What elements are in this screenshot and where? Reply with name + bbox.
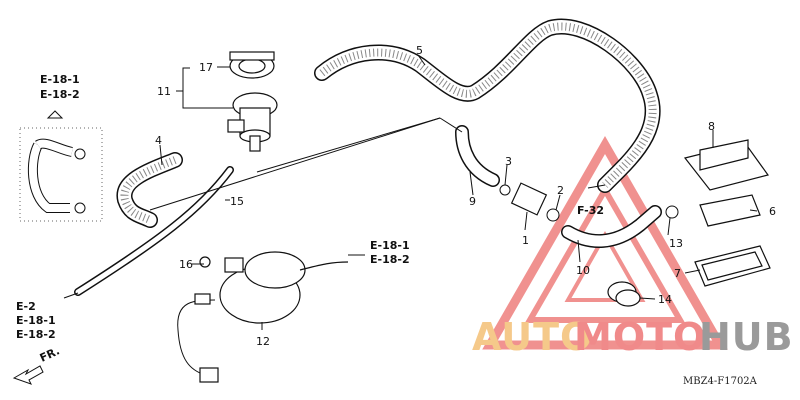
part-label-15: 15 [230, 195, 244, 208]
valve-assembly [227, 51, 278, 152]
hose-9 [455, 125, 560, 222]
diagram-code: MBZ4-F1702A [683, 376, 758, 387]
clamp-14 [607, 281, 641, 307]
part-label-13: 13 [669, 237, 683, 250]
watermark-moto: MOTO [574, 315, 706, 359]
hose-5 [314, 18, 661, 193]
part-label-5: 5 [416, 44, 423, 57]
part-label-14: 14 [658, 293, 672, 306]
front-arrow-icon [12, 365, 44, 385]
part-label-1: 1 [522, 234, 529, 247]
ref-bottom-left-a: E-2 [16, 300, 36, 313]
ref-f32: F-32 [577, 204, 604, 217]
ref-top-left-a: E-18-1 [40, 73, 80, 86]
leader-lines [63, 54, 758, 330]
watermark-triangle [482, 135, 728, 350]
air-pump [177, 251, 349, 383]
ref-mid-b: E-18-2 [370, 253, 410, 266]
ref-bottom-left-c: E-18-2 [16, 328, 56, 341]
inset-box [19, 110, 103, 222]
part-label-2: 2 [557, 184, 564, 197]
hose-15 [74, 166, 234, 296]
part-label-9: 9 [469, 195, 476, 208]
part-label-12: 12 [256, 335, 270, 348]
part-label-10: 10 [576, 264, 590, 277]
part-label-4: 4 [155, 134, 162, 147]
part-label-16: 16 [179, 258, 193, 271]
filter-box [683, 139, 771, 287]
watermark-auto: AUTO [472, 315, 593, 359]
part-label-11: 11 [157, 85, 171, 98]
part-label-17: 17 [199, 61, 213, 74]
ref-bottom-left-b: E-18-1 [16, 314, 56, 327]
hose-10 [561, 205, 679, 248]
part-label-6: 6 [769, 205, 776, 218]
front-label: FR. [38, 344, 62, 364]
part-label-8: 8 [708, 120, 715, 133]
hose-4 [116, 152, 183, 228]
part-label-7: 7 [674, 267, 681, 280]
watermark-hub: HUB [699, 315, 794, 359]
ref-mid-a: E-18-1 [370, 239, 410, 252]
part-label-3: 3 [505, 155, 512, 168]
ref-top-left-b: E-18-2 [40, 88, 80, 101]
